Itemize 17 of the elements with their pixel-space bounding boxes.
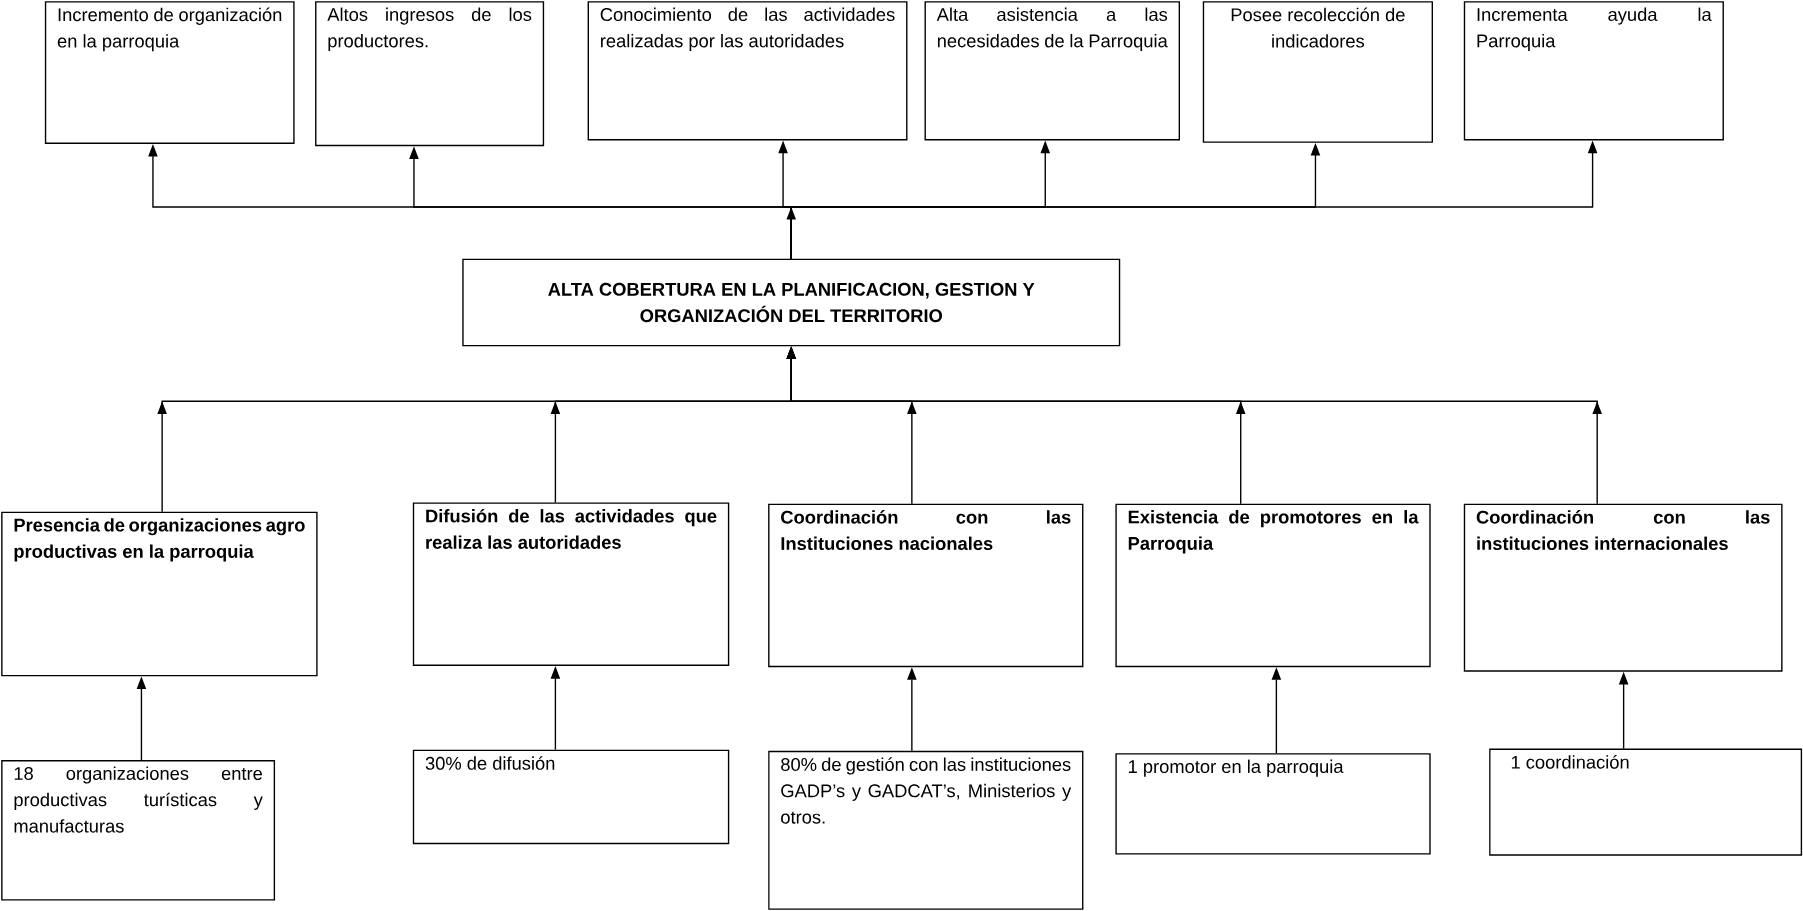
text-box: Posee recolección de indicadores	[1202, 1, 1433, 143]
text-box: 18 organizaciones entre productivas turísticas y manufacturas	[1, 760, 276, 901]
text-box: Coordinación con las instituciones internacionales	[1463, 503, 1783, 672]
text-box: Alta asistencia a las necesidades de la Parroquia	[924, 1, 1180, 141]
text-box: Existencia de promotores en la Parroquia	[1115, 503, 1431, 668]
text-box: ALTA COBERTURA EN LA PLANIFICACION, GESTION Y ORGANIZACIÓN DEL TERRITORIO	[462, 258, 1121, 347]
text-box: 1 promotor en la parroquia	[1115, 753, 1431, 855]
text-box: Difusión de las actividades que realiza las autoridades	[412, 502, 730, 667]
text-box: Coordinación con las Instituciones nacionales	[768, 503, 1084, 668]
text-box: Altos ingresos de los productores.	[315, 1, 545, 147]
text-box: 80% de gestión con las instituciones GADP’s y GADCAT’s, Ministerios y otros.	[768, 751, 1084, 910]
text-box: Incremento de organización en la parroquia	[44, 1, 295, 145]
text-box: 1 coordinación	[1489, 748, 1803, 856]
text-box: Incrementa ayuda la Parroquia	[1463, 1, 1724, 141]
text-box: Conocimiento de las actividades realizadas por las autoridades	[587, 1, 908, 141]
text-box: Presencia de organizaciones agro productivas en la parroquia	[1, 511, 318, 677]
text-box: 30% de difusión	[412, 749, 730, 845]
